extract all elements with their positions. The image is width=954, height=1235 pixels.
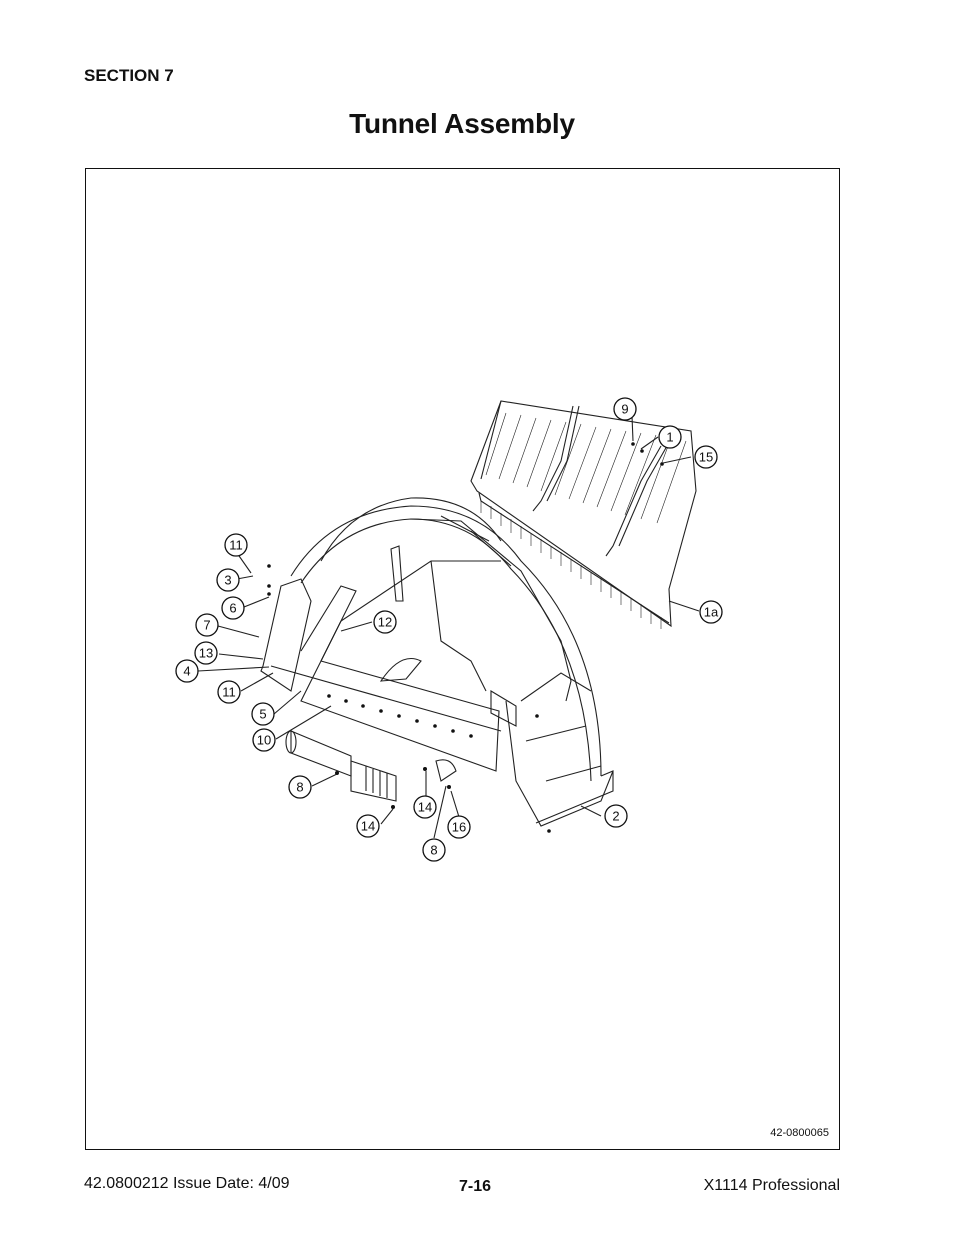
svg-text:6: 6 [229,601,236,616]
svg-text:11: 11 [229,538,243,553]
page-title: Tunnel Assembly [349,108,575,139]
svg-text:1a: 1a [704,605,719,620]
callout-5: 5 [251,702,275,726]
svg-text:1: 1 [666,430,673,445]
footer-doc-info: 42.0800212 Issue Date: 4/09 [84,1175,290,1192]
callout-12: 12 [373,610,397,634]
callout-8-bottom: 8 [422,838,446,862]
svg-text:3: 3 [224,573,231,588]
callout-14-lower: 14 [356,814,380,838]
callout-9: 9 [613,397,637,421]
callout-15: 15 [694,445,718,469]
callout-14-upper: 14 [413,795,437,819]
callout-10: 10 [252,728,276,752]
svg-text:15: 15 [699,450,713,465]
svg-text:12: 12 [378,615,392,630]
svg-text:2: 2 [612,809,619,824]
footer-product: X1114 Professional [703,1177,840,1194]
callout-7: 7 [195,613,219,637]
footer-page-number: 7-16 [459,1178,492,1195]
drawing-number: 42-0800065 [770,1127,829,1139]
svg-text:8: 8 [296,780,303,795]
tunnel-assembly-drawing: 9 1 15 1a 11 3 6 7 13 4 11 5 10 12 8 14 … [175,397,723,862]
callout-1: 1 [658,425,682,449]
section-label: SECTION 7 [84,66,174,85]
svg-text:5: 5 [259,707,266,722]
figure-frame: 9 1 15 1a 11 3 6 7 13 4 11 5 10 12 8 14 … [85,168,840,1150]
svg-text:11: 11 [222,685,236,700]
callout-2: 2 [604,804,628,828]
callout-1a: 1a [699,600,723,624]
callout-4: 4 [175,659,199,683]
svg-text:9: 9 [621,402,628,417]
svg-text:16: 16 [452,820,466,835]
svg-text:13: 13 [199,646,213,661]
callout-13: 13 [194,641,218,665]
svg-text:4: 4 [183,664,190,679]
callout-11-lower: 11 [217,680,241,704]
callout-16: 16 [447,815,471,839]
svg-text:14: 14 [418,800,432,815]
svg-text:14: 14 [361,819,375,834]
callout-6: 6 [221,596,245,620]
svg-text:7: 7 [203,618,210,633]
callout-8-left: 8 [288,775,312,799]
callout-3: 3 [216,568,240,592]
callout-11-top: 11 [224,533,248,557]
svg-text:10: 10 [257,733,271,748]
svg-text:8: 8 [430,843,437,858]
